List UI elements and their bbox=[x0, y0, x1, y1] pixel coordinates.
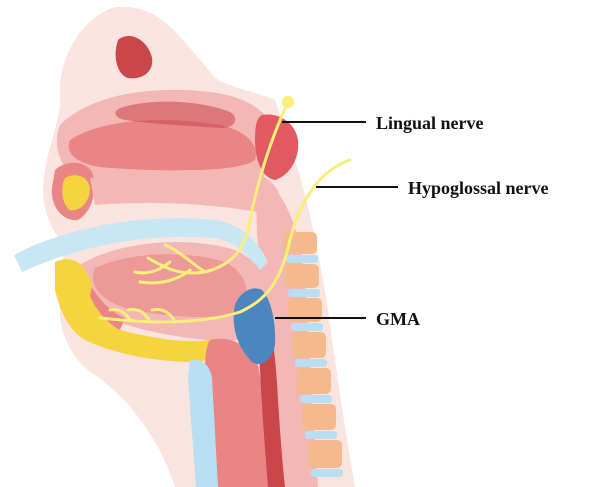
lingual-nerve-origin bbox=[282, 96, 294, 108]
vertebra bbox=[297, 368, 331, 394]
vertebra bbox=[292, 332, 326, 358]
vertebra bbox=[308, 440, 342, 468]
intervertebral-disc bbox=[286, 255, 318, 263]
vertebra bbox=[285, 264, 319, 288]
intervertebral-disc bbox=[305, 431, 337, 439]
intervertebral-disc bbox=[311, 469, 343, 477]
gma-label: GMA bbox=[376, 309, 420, 329]
hypoglossal-nerve-label: Hypoglossal nerve bbox=[408, 178, 549, 198]
vertebra bbox=[302, 404, 336, 430]
intervertebral-disc bbox=[295, 359, 327, 367]
intervertebral-disc bbox=[300, 395, 332, 403]
intervertebral-disc bbox=[291, 323, 323, 331]
intervertebral-disc bbox=[288, 289, 320, 297]
lingual-nerve-label: Lingual nerve bbox=[376, 113, 484, 133]
